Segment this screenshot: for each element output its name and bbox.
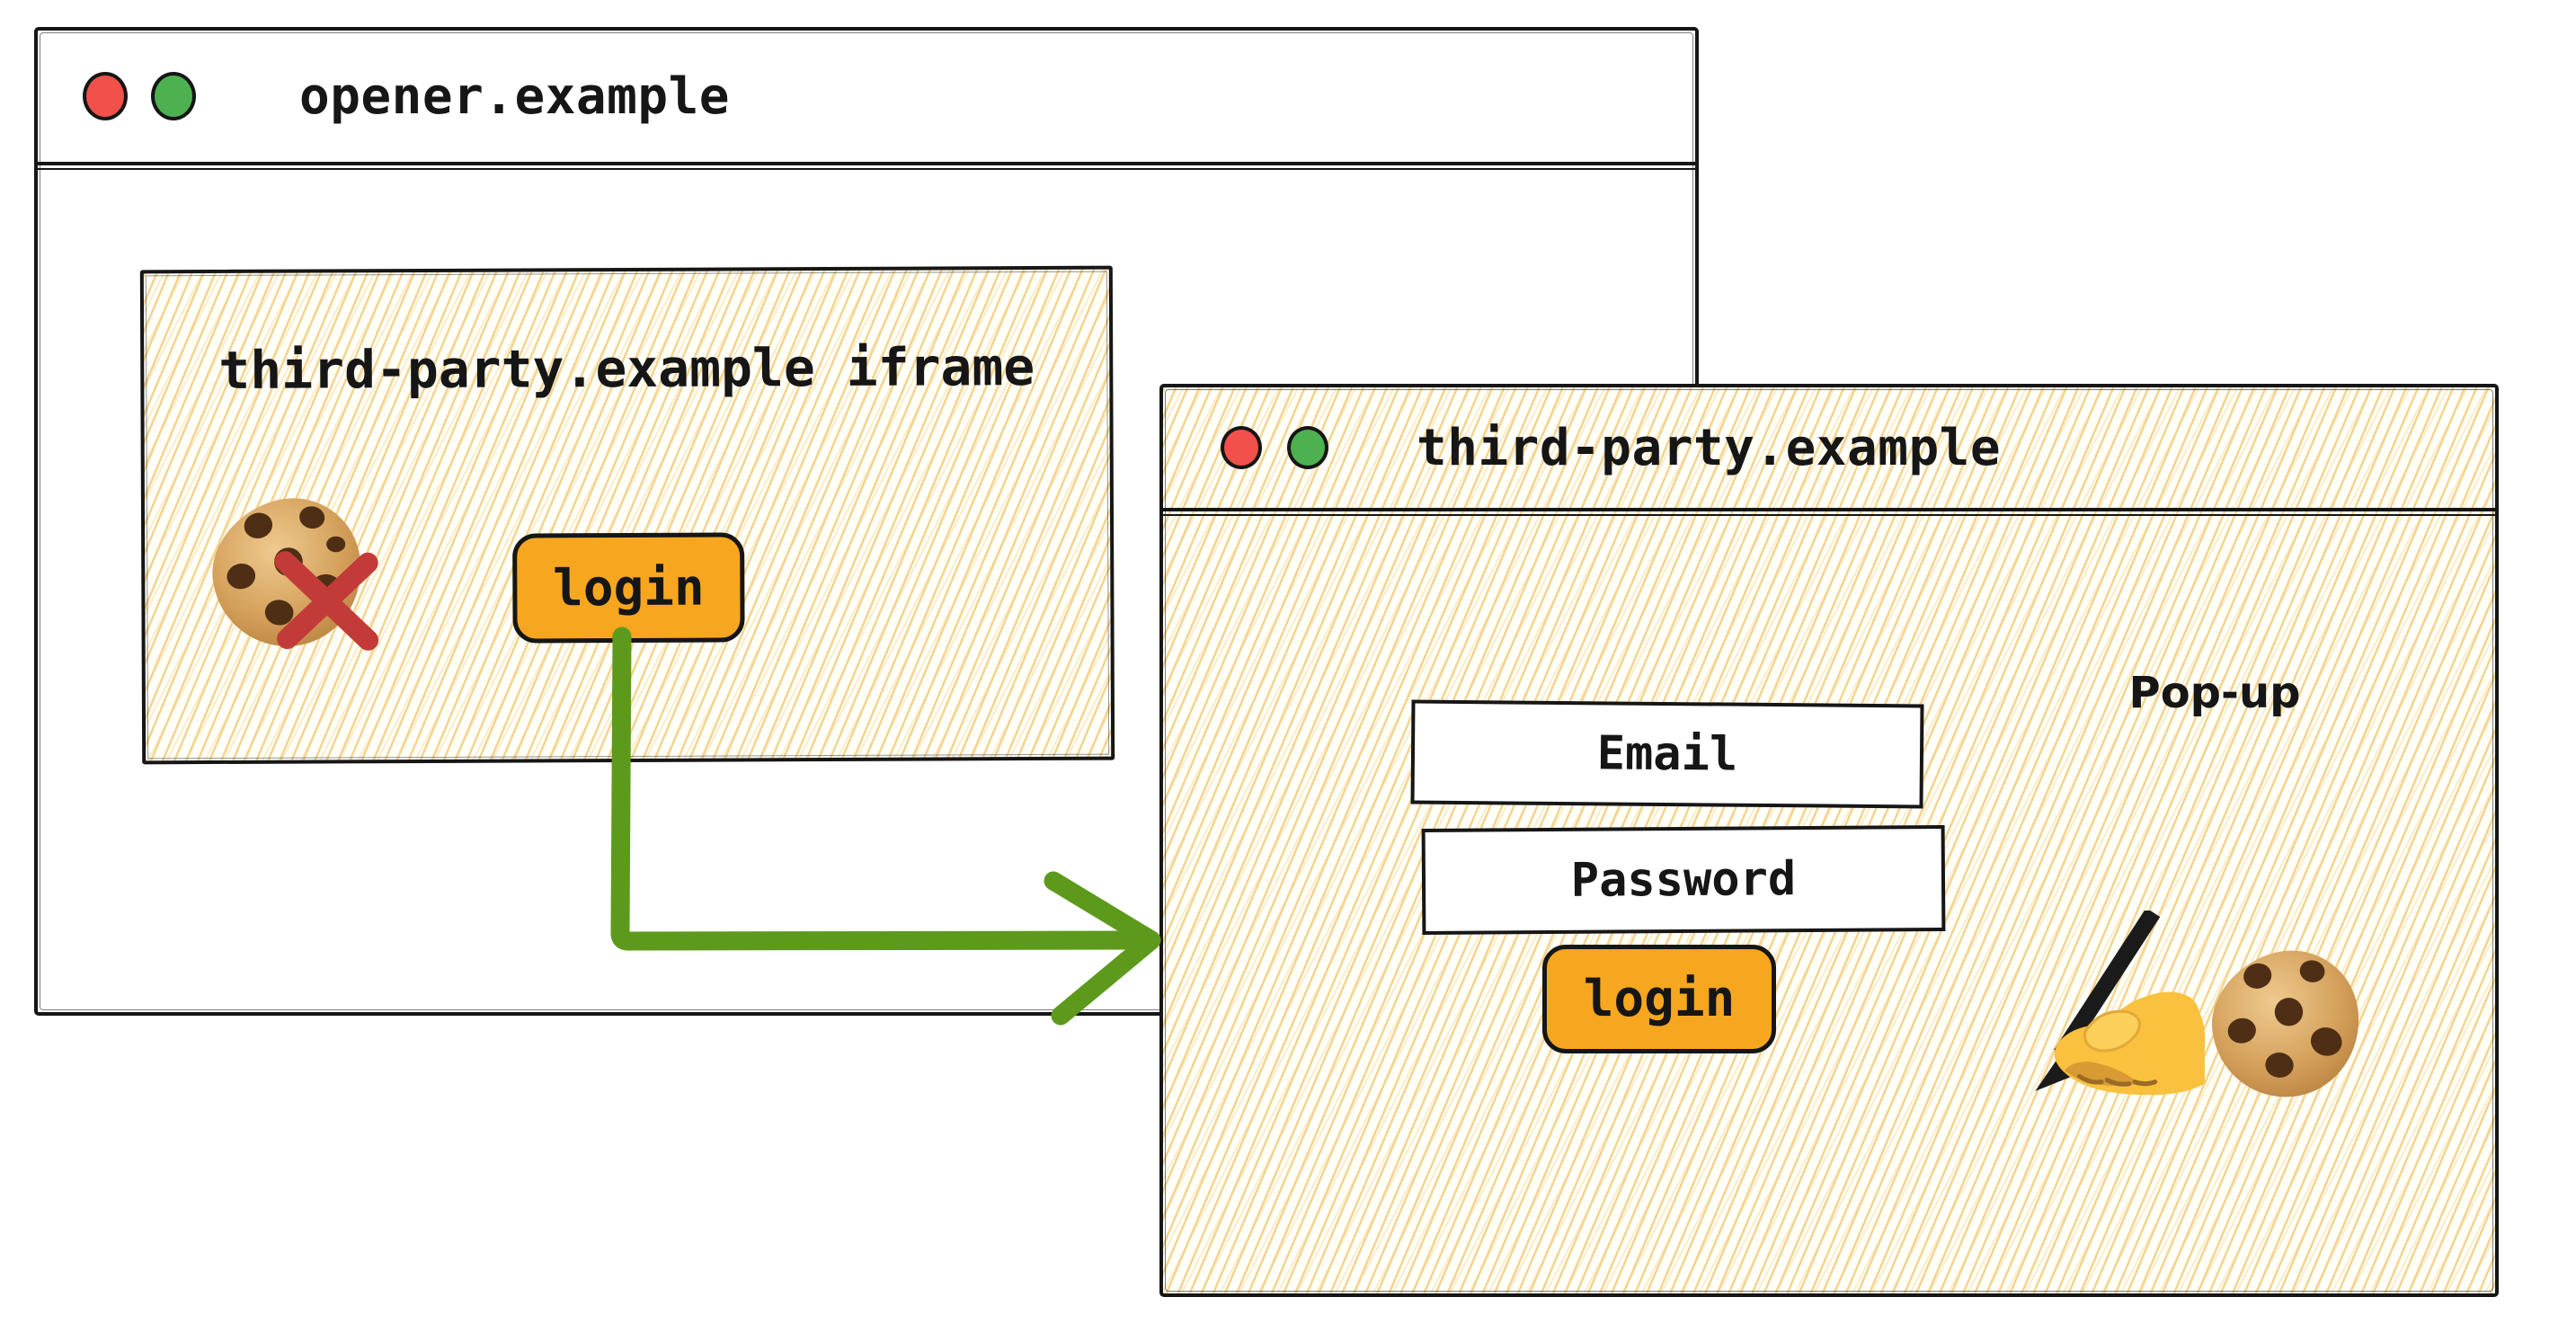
traffic-light-red-icon[interactable]: [83, 72, 128, 120]
popup-annotation-label: Pop-up: [2128, 668, 2301, 718]
iframe-login-button[interactable]: login: [512, 532, 745, 644]
writing-hand-icon: [2035, 911, 2206, 1095]
traffic-light-green-icon[interactable]: [1287, 426, 1328, 469]
password-field[interactable]: Password: [1421, 824, 1946, 936]
popup-window-title: third-party.example: [1417, 418, 2002, 477]
cross-blocked-icon: [274, 551, 379, 651]
opener-titlebar: opener.example: [38, 31, 1695, 170]
email-field[interactable]: Email: [1410, 699, 1924, 809]
traffic-light-red-icon[interactable]: [1221, 426, 1262, 469]
iframe-title: third-party.example iframe: [218, 336, 1035, 401]
cookie-icon: [2212, 950, 2359, 1097]
popup-browser-window: third-party.example Email Password login…: [1159, 384, 2499, 1297]
blocked-cookie-group: [208, 492, 381, 660]
traffic-light-green-icon[interactable]: [151, 72, 196, 120]
popup-login-button[interactable]: login: [1542, 945, 1776, 1053]
popup-titlebar: third-party.example: [1163, 387, 2495, 516]
third-party-iframe: third-party.example iframe: [139, 265, 1115, 765]
opener-window-title: opener.example: [299, 67, 731, 126]
